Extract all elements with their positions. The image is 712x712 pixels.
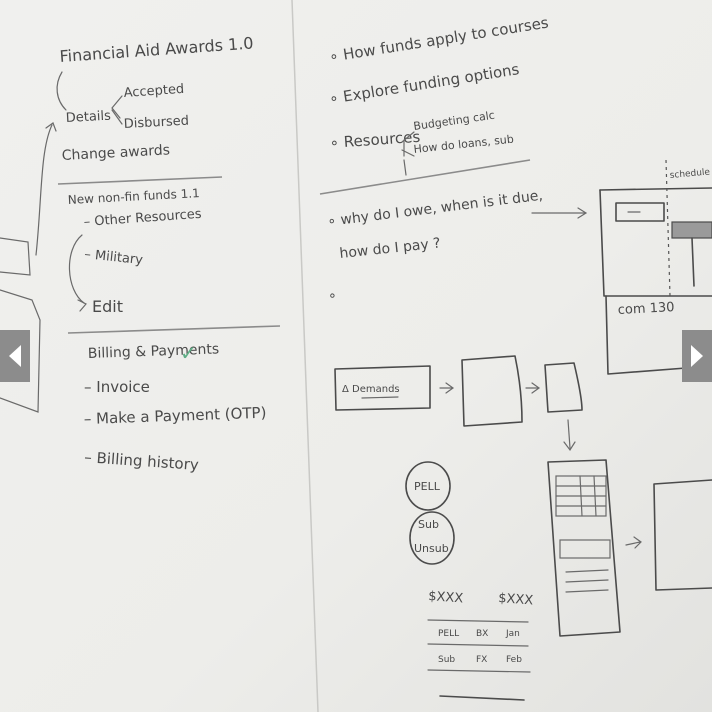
- divider-2: [67, 325, 281, 334]
- bottom-line: [439, 695, 525, 701]
- left-edge-sketch: [0, 237, 31, 276]
- table-cell: FX: [476, 655, 487, 665]
- accepted-label: Accepted: [123, 82, 184, 101]
- board-seam: [291, 0, 319, 712]
- schedule-label: schedule: [669, 167, 711, 181]
- disbursed-label: Disbursed: [123, 114, 189, 132]
- to-detail-arrow: [625, 536, 642, 549]
- flow-arrow-down: [563, 419, 576, 452]
- table-cell: BX: [476, 629, 488, 639]
- edit-arrowhead: [77, 299, 87, 312]
- demands-box: [334, 365, 431, 411]
- course-panel: [605, 295, 712, 375]
- schedule-frame-top: [599, 187, 712, 191]
- change-awards-label: Change awards: [61, 142, 170, 164]
- chevron-left-icon: [9, 345, 21, 367]
- demands-underline: [361, 396, 399, 399]
- divider-1: [57, 176, 223, 185]
- next-image-button[interactable]: [682, 330, 712, 382]
- table-cell: Sub: [438, 655, 455, 665]
- divider-3: [319, 159, 531, 195]
- left-edge-arrowhead: [45, 122, 57, 132]
- edit-bracket: [68, 234, 85, 304]
- chevron-right-icon: [691, 345, 703, 367]
- schedule-frame: [599, 189, 712, 297]
- resources-brace: [401, 131, 415, 157]
- table-rule-bottom: [427, 669, 531, 673]
- table-cell: Jan: [505, 629, 520, 639]
- course-code-label: com 130: [617, 300, 674, 318]
- schedule-dashed-line: [665, 159, 671, 297]
- edit-label: Edit: [92, 297, 123, 316]
- phone-button-block: [559, 539, 611, 559]
- right-column: schedule com 130: [531, 159, 712, 637]
- phone-text-line: [565, 589, 609, 593]
- details-brace: [111, 95, 123, 125]
- table-rule-top: [427, 619, 529, 623]
- demands-label: Δ Demands: [342, 384, 400, 395]
- to-schedule-arrow: [531, 207, 588, 219]
- table-rule-mid: [427, 643, 529, 647]
- schedule-marker-line: [691, 237, 695, 287]
- new-funds-label: New non-fin funds 1.1: [67, 186, 200, 207]
- invoice-label: – Invoice: [84, 378, 150, 396]
- pell-label: PELL: [414, 480, 441, 493]
- phone-text-line: [565, 579, 609, 583]
- previous-image-button[interactable]: [0, 330, 30, 382]
- phone-wireframe: [547, 459, 621, 637]
- schedule-hatched-block: [671, 221, 712, 239]
- left-edge-arrow: [35, 124, 53, 256]
- table-row: PELL BX Jan: [438, 629, 520, 639]
- awards-arrow: [56, 71, 67, 111]
- flow-screen-2: [544, 362, 583, 413]
- phone-text-line: [565, 569, 609, 573]
- flow-arrow-2: [525, 382, 541, 394]
- billing-check-icon: ✓: [180, 341, 197, 365]
- left-column: Financial Aid Awards 1.0 Details Accepte…: [0, 33, 281, 474]
- phone-grid-line: [579, 475, 583, 517]
- detail-screen: [653, 479, 712, 591]
- pell-circle: [405, 461, 451, 511]
- left-edge-sketch-2: [0, 289, 41, 413]
- schedule-block: [615, 202, 665, 222]
- amount-1: $XXX: [428, 589, 464, 606]
- military-label: – Military: [84, 247, 144, 268]
- flow-arrow-1: [439, 382, 455, 394]
- table-cell: Feb: [506, 655, 522, 665]
- flow-screen-1: [461, 355, 523, 427]
- empty-bullet: ∘: [328, 288, 337, 304]
- billing-title: Billing & Payments: [88, 341, 220, 362]
- table-cell: PELL: [438, 629, 459, 639]
- amount-2: $XXX: [498, 591, 534, 608]
- resources-arrow: [403, 159, 407, 176]
- unsub-label: Unsub: [414, 542, 449, 555]
- details-label: Details: [65, 109, 111, 126]
- table-row: Sub FX Feb: [438, 655, 522, 665]
- sub-label: Sub: [418, 518, 439, 531]
- phone-grid-line: [593, 475, 597, 517]
- sub-circle: [409, 511, 455, 565]
